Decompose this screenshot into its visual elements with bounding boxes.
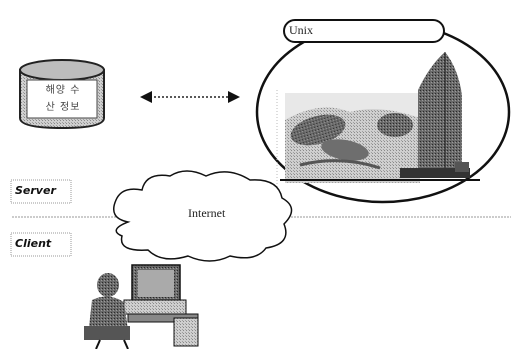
client-tag-box [10,232,72,257]
database-label-line2: 산 정보 [45,102,81,113]
unix-server-group [255,19,511,204]
client-label: Client [15,237,52,250]
client-workstation-image [84,264,199,349]
internet-cloud-icon [113,170,293,262]
internet-label: Internet [188,206,226,220]
database-label-line1: 해양 수 [45,85,81,96]
tower-building-image [280,52,480,181]
server-tag-box [10,179,72,204]
server-label: Server [15,184,56,197]
fish-photo-image [285,93,420,183]
database-cylinder-icon [19,59,105,130]
database-label: 해양 수 산 정보 [28,82,98,116]
unix-label: Unix [289,23,313,37]
bidirectional-arrow [140,91,240,103]
